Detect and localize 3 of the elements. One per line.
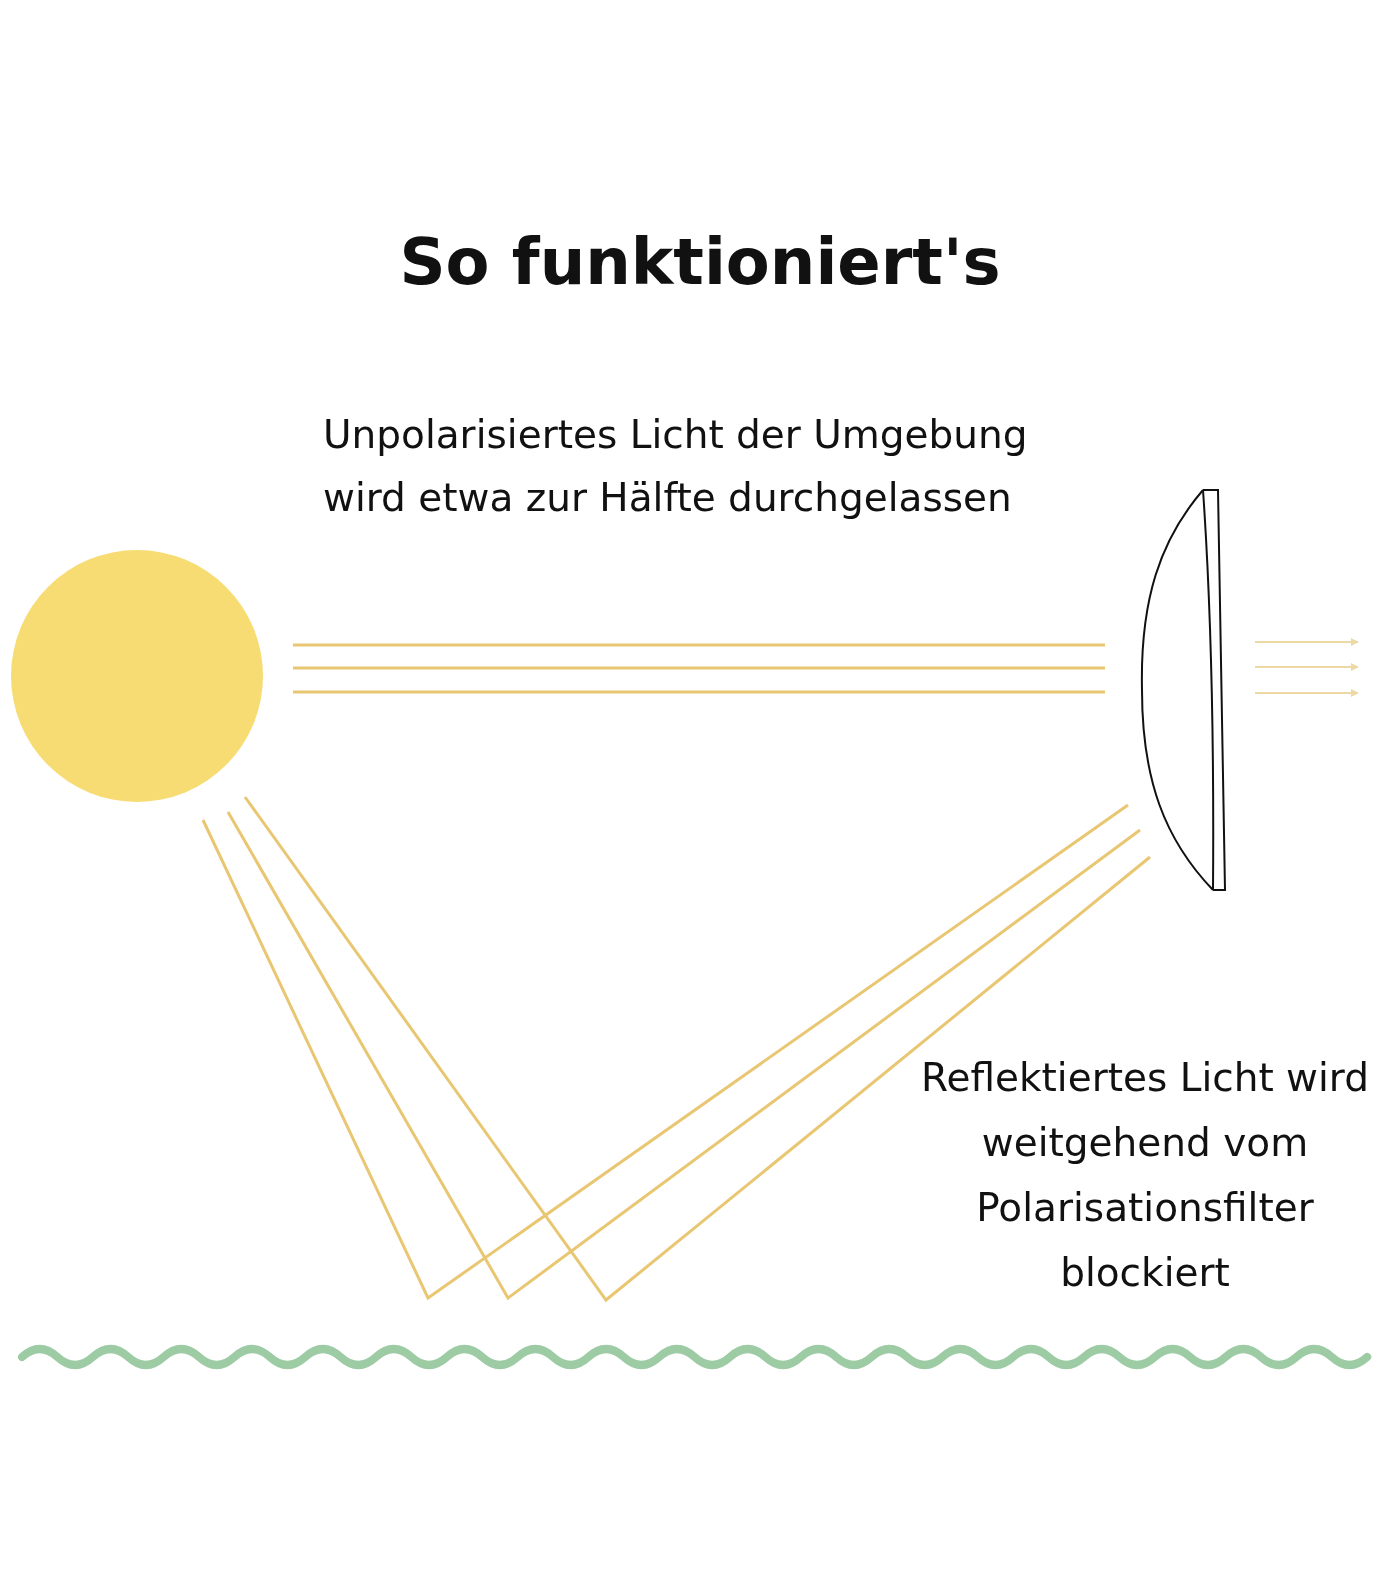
caption-text: Unpolarisiertes Licht der Umgebung wird etwa zur Hälfte durchgelassen [323, 411, 1029, 522]
caption-text: Reflektiertes Licht wird weitgehend vom Polarisationsfilter blockiert [920, 1054, 1370, 1297]
title: So funktioniert's [398, 225, 1002, 299]
